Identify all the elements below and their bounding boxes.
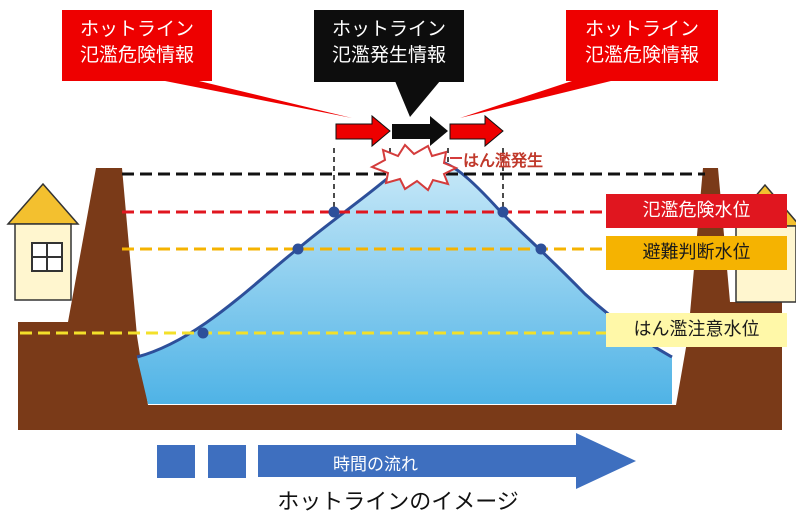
water-body: [137, 160, 672, 404]
callout-right-line2: 氾濫危険情報: [584, 44, 699, 66]
callout-center-line2: 氾濫発生情報: [331, 44, 446, 66]
time-arrow: [258, 433, 636, 489]
time-block-2: [208, 445, 246, 478]
caution-level-box: [606, 313, 787, 347]
timing-arrows: [335, 114, 504, 148]
callout-left-line2: 氾濫危険情報: [79, 44, 194, 66]
evacuation-level-label: 避難判断水位: [642, 242, 751, 263]
callout-left-line1: ホットライン: [79, 18, 194, 40]
callout-right-line1: ホットライン: [584, 18, 699, 40]
flood-event-label: はん濫発生: [463, 151, 544, 170]
callout-center-line1: ホットライン: [331, 18, 446, 40]
callout-center-text: ホットライン 氾濫発生情報: [314, 16, 464, 68]
danger-info-arrow-left: [335, 114, 391, 148]
left-house: [6, 182, 80, 301]
level-points: [197, 206, 547, 339]
danger-info-arrow-right: [449, 114, 504, 148]
figure-caption: ホットラインのイメージ: [277, 490, 519, 515]
callout-center: [314, 10, 464, 117]
caution-level-label: はん濫注意水位: [633, 319, 760, 340]
flood-info-arrow: [392, 116, 448, 146]
time-flow: [157, 433, 636, 489]
time-flow-label: 時間の流れ: [333, 455, 418, 475]
callout-left: [62, 10, 352, 118]
danger-level-box: [606, 194, 787, 228]
evacuation-level-box: [606, 236, 787, 270]
flood-burst-icon: [369, 143, 459, 192]
callout-right-text: ホットライン 氾濫危険情報: [566, 16, 718, 68]
time-block-1: [157, 445, 195, 478]
callout-right: [460, 10, 718, 118]
danger-level-label: 氾濫危険水位: [642, 200, 751, 221]
callout-left-text: ホットライン 氾濫危険情報: [62, 16, 212, 68]
